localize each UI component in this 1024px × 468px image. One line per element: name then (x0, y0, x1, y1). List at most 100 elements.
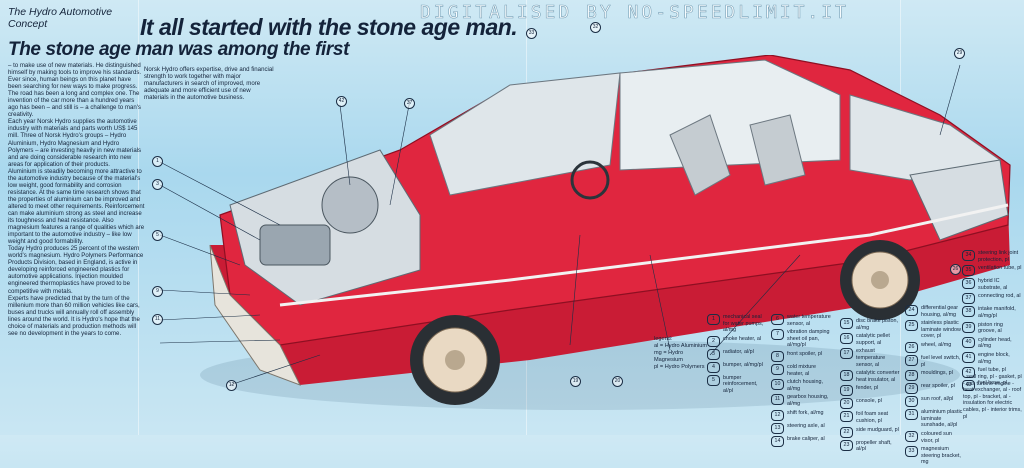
steering-wheel (570, 160, 610, 200)
callout-marker: 20 (612, 376, 623, 387)
part-number-badge: 8 (771, 350, 784, 362)
part-description: brake caliper, al (787, 435, 825, 442)
legend-title: legend: (654, 336, 673, 342)
rear-wheel (840, 240, 920, 320)
engine-block (321, 176, 379, 234)
part-description: fender, pl (856, 385, 879, 392)
part-description: vibration damping sheet oil pan, al/mg/p… (787, 329, 830, 349)
part-number-badge: 12 (771, 409, 784, 421)
part-number-badge: 35 (962, 265, 975, 277)
part-description: radiator, al/pl (723, 348, 754, 355)
body-paragraph: Experts have predicted that by the turn … (8, 294, 140, 337)
part-number-badge: 41 (962, 351, 975, 363)
part-number-badge: 24 (905, 305, 918, 316)
part-number-badge: 3 (707, 348, 720, 360)
part-number-badge: 43 (962, 380, 975, 392)
body-paragraph: Today Hydro produces 25 percent of the w… (8, 245, 144, 295)
part-description: stainless plastic laminate window cover,… (921, 320, 961, 340)
part-description: fuel level switch, pl (921, 354, 961, 368)
part-number-badge: 9 (771, 363, 784, 375)
callout-marker: 19 (570, 376, 581, 387)
intro-text: Norsk Hydro offers expertise, drive and … (144, 66, 274, 102)
part-description: piston ring groove, al (978, 321, 1003, 335)
callout-marker: 11 (152, 314, 163, 325)
part-description: side mudguard, pl (856, 426, 899, 433)
part-number-badge: 38 (962, 306, 975, 318)
part-description: front spoiler, pl (787, 350, 823, 357)
part-number-badge: 27 (905, 354, 918, 366)
part-description: aluminium plastic laminate sunshade, al/… (921, 409, 963, 429)
part-number-badge: 20 (840, 398, 853, 410)
part-number-badge: 1 (707, 314, 720, 325)
part-number-badge: 10 (771, 379, 784, 391)
part-description: coloured sun visor, pl (921, 430, 952, 444)
part-number-badge: 42 (962, 367, 975, 379)
part-number-badge: 21 (840, 411, 853, 423)
legend: legend: al = Hydro Aluminium mg = Hydro … (654, 336, 710, 371)
part-number-badge: 30 (905, 396, 918, 408)
part-number-badge: 5 (707, 374, 720, 386)
part-description: catalytic pellet support, al (856, 333, 890, 346)
part-description: water temperature sensor, al (787, 314, 831, 327)
part-number-badge: 16 (840, 333, 853, 345)
callout-marker: 32 (590, 22, 601, 33)
headline-sub: The stone age man was among the first (8, 39, 349, 60)
part-description: steering axle, al (787, 422, 825, 429)
part-number-badge: 40 (962, 336, 975, 348)
part-description: fuel tube, pl (978, 367, 1006, 374)
kicker-text: The Hydro Automotive Concept (8, 6, 113, 30)
body-text: – to make use of new materials. He disti… (8, 62, 146, 337)
part-number-badge: 14 (771, 435, 784, 447)
watermark: DIGITALISED BY NO-SPEEDLIMIT.IT (420, 2, 849, 24)
part-number-badge: 19 (840, 385, 853, 397)
part-description: console, pl (856, 398, 882, 405)
part-description: mouldings, pl (921, 370, 953, 377)
body-paragraph: Each year Norsk Hydro supplies the autom… (8, 118, 142, 168)
part-description: magnesium steering bracket, mg (921, 446, 961, 466)
part-description: sun roof, al/pl (921, 396, 954, 403)
part-description: steering link joint protection, pl (978, 250, 1019, 263)
callout-marker: 1 (152, 156, 163, 167)
callout-marker: 37 (404, 98, 415, 109)
part-number-badge: 26 (905, 341, 918, 353)
part-number-badge: 17 (840, 348, 853, 360)
legend-item: pl = Hydro Polymers (654, 364, 705, 370)
part-description: clutch housing, al/mg (787, 379, 823, 392)
part-description: exhaust temperature sensor, al (856, 348, 886, 368)
part-description: gearbox housing, al/mg (787, 394, 829, 407)
fold-line (138, 0, 139, 435)
part-number-badge: 4 (707, 361, 720, 373)
part-description: disc brake piston, al/mg (856, 318, 898, 331)
